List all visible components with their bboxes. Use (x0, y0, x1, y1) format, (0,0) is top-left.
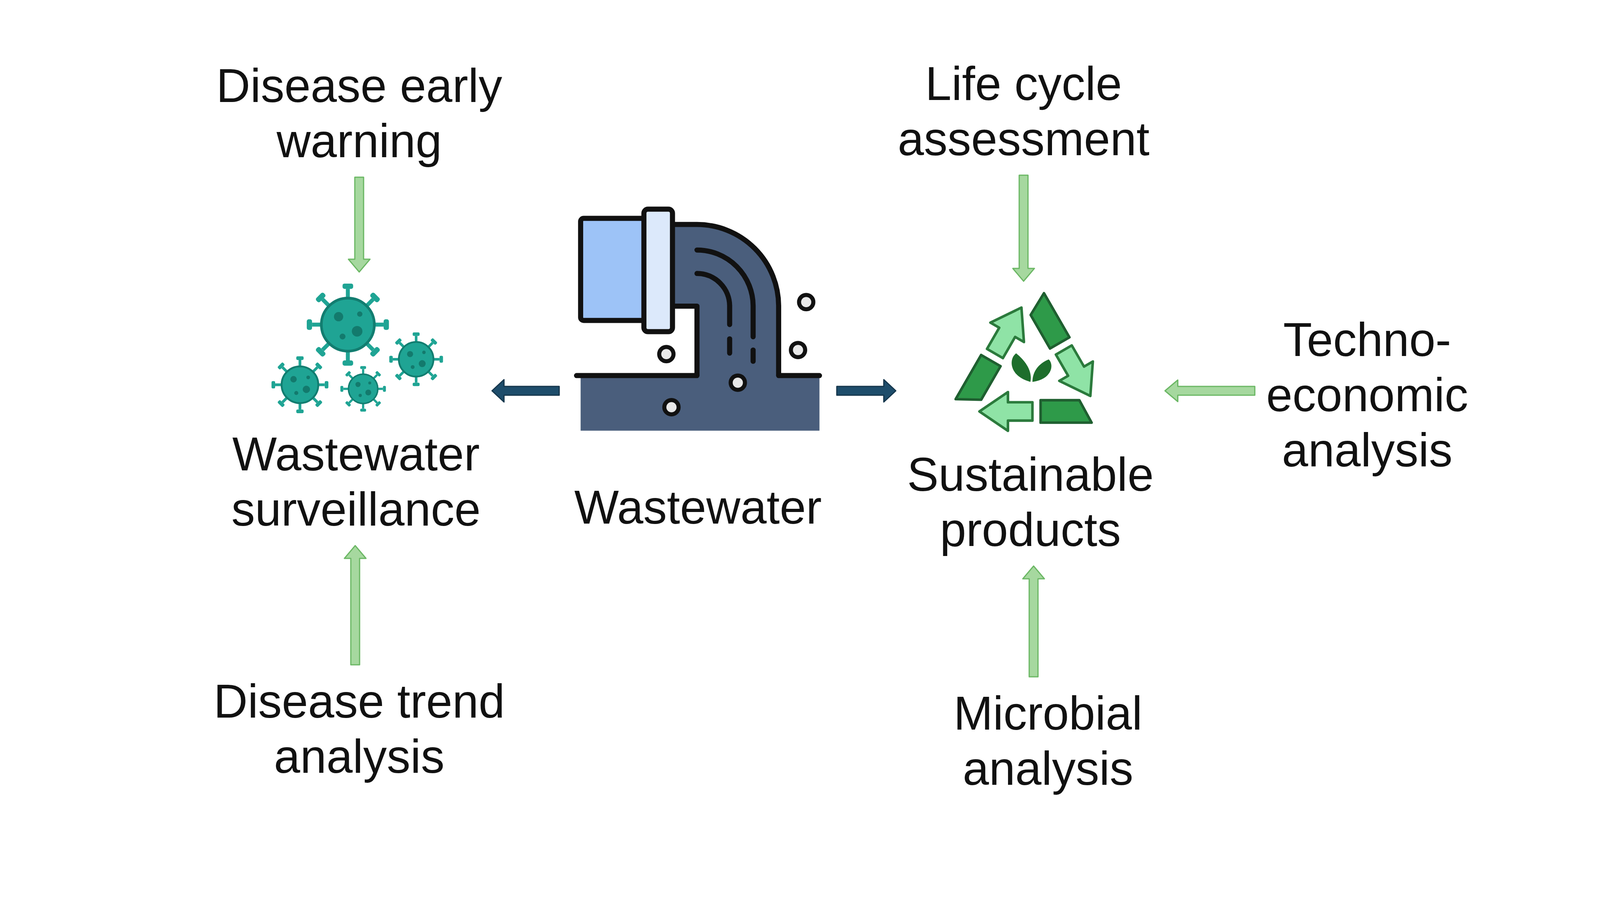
flow-arrow (836, 379, 896, 402)
recycle-icon (948, 290, 1112, 438)
node-label: Life cycle assessment (895, 56, 1152, 167)
flow-arrow (1022, 566, 1045, 677)
icon-node: Wastewater (568, 200, 828, 535)
flow-arrow (1012, 175, 1035, 282)
flow-arrow (492, 379, 560, 402)
icon-node: Wastewater surveillance (228, 280, 484, 537)
text-node: Disease trend analysis (211, 673, 508, 784)
flow-arrow (348, 177, 370, 272)
node-label: Wastewater surveillance (228, 426, 484, 537)
node-label: Disease trend analysis (211, 673, 508, 784)
text-node: Microbial analysis (951, 685, 1146, 796)
icon-node: Sustainable products (904, 290, 1157, 558)
virus-icon (265, 280, 447, 419)
node-label: Wastewater (568, 479, 828, 535)
flow-arrow (1165, 380, 1256, 402)
node-label: Microbial analysis (951, 685, 1146, 796)
text-node: Techno- economic analysis (1263, 312, 1471, 478)
node-label: Sustainable products (904, 446, 1157, 558)
flow-arrow (344, 545, 366, 665)
node-label: Disease early warning (214, 58, 505, 169)
text-node: Disease early warning (214, 58, 505, 169)
pipe-icon (570, 200, 826, 437)
node-label: Techno- economic analysis (1263, 312, 1471, 478)
text-node: Life cycle assessment (895, 56, 1152, 167)
